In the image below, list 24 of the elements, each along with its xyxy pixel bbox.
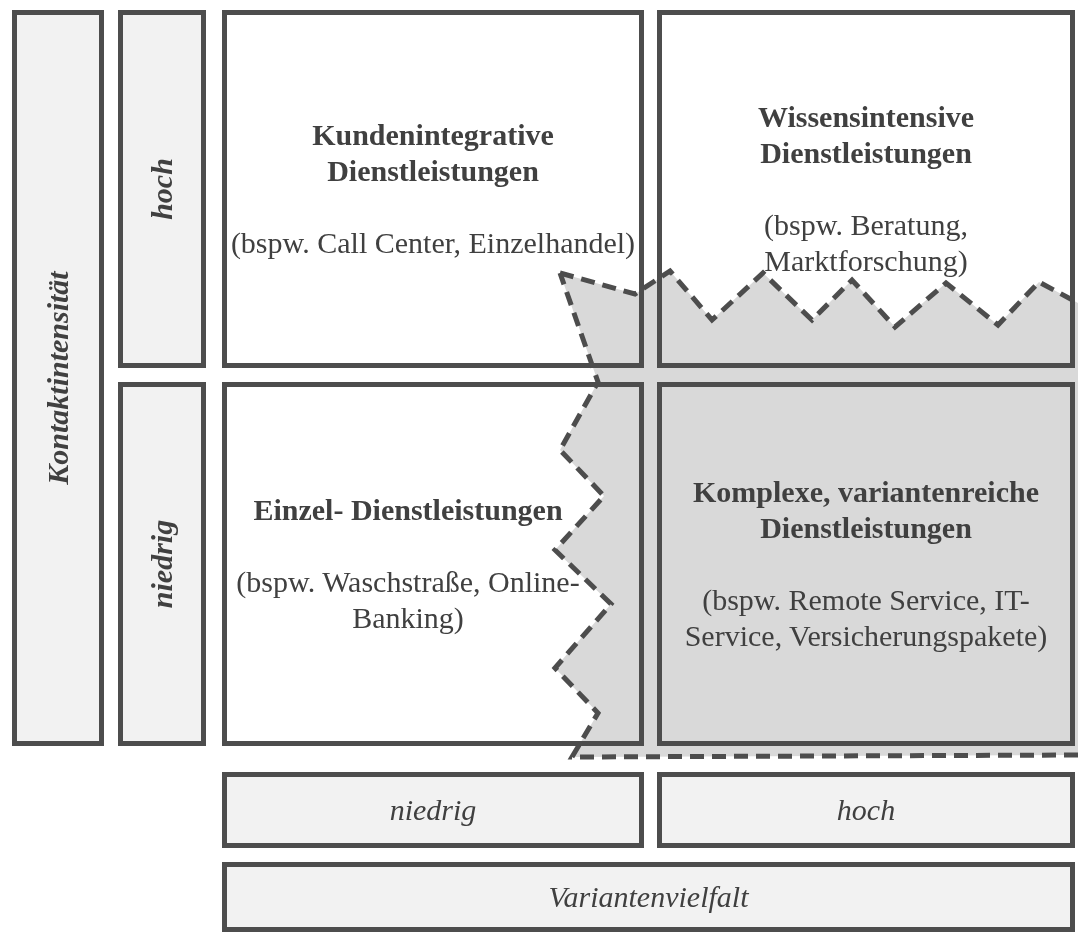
axis-label: Kontaktintensität	[41, 271, 75, 485]
category-title: Komplexe, variantenreiche Dienstleistungen	[691, 474, 1040, 546]
axis-label: hoch	[836, 793, 896, 827]
category-title: Kundenintegrative Dienstleistungen	[311, 117, 555, 189]
category-examples: (bspw. Waschstraße, Online-Banking)	[235, 564, 581, 636]
axis-label: niedrig	[145, 519, 179, 609]
category-examples: (bspw. Remote Service, IT-Service, Versicherungspakete)	[683, 582, 1049, 654]
category-title: Einzel- Dienstleistungen	[253, 492, 563, 528]
axis-label: Variantenvielfalt	[548, 880, 749, 914]
axis-label: niedrig	[389, 793, 477, 827]
axis-label: hoch	[145, 158, 179, 220]
axis-label-bar	[118, 382, 206, 746]
category-box	[222, 10, 644, 368]
category-box	[657, 382, 1075, 746]
category-box	[657, 10, 1075, 368]
axis-label-bar	[222, 862, 1075, 932]
axis-label-bar	[222, 772, 644, 848]
category-title: Wissensintensive Dienstleistungen	[756, 99, 976, 171]
axis-label-bar	[12, 10, 104, 746]
category-examples: (bspw. Beratung, Marktforschung)	[763, 207, 969, 279]
axis-label-bar	[657, 772, 1075, 848]
category-box	[222, 382, 644, 746]
axis-label-bar	[118, 10, 206, 368]
category-examples: (bspw. Call Center, Einzelhandel)	[230, 225, 636, 261]
